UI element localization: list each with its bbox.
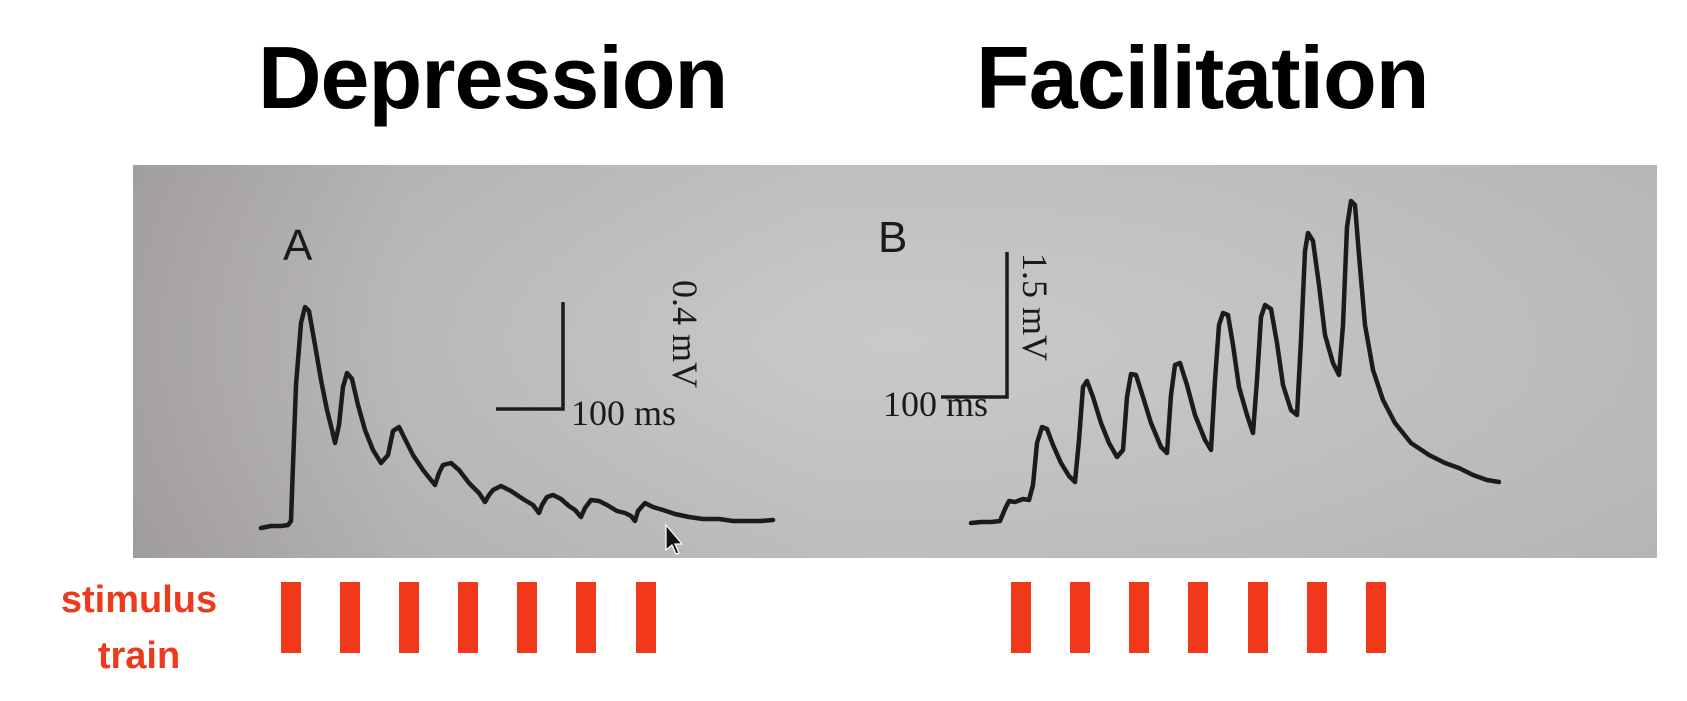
depression-stimulus-pulse	[340, 582, 360, 653]
depression-stimulus-pulse	[458, 582, 478, 653]
scalebar-a-y-label: 0.4 mV	[665, 280, 705, 388]
depression-stimulus-pulse	[517, 582, 537, 653]
scalebar-b	[941, 252, 1009, 399]
facilitation-title: Facilitation	[976, 28, 1429, 127]
stimulus-train-label: stimulus train	[44, 572, 234, 684]
scalebar-a-x-label: 100 ms	[571, 393, 676, 433]
depression-stimulus-pulse	[636, 582, 656, 653]
panel-a-letter: A	[283, 221, 313, 270]
scalebar-b-x-label: 100 ms	[883, 384, 988, 424]
facilitation-stimulus-pulse	[1366, 582, 1386, 653]
traces-figure: A 100 ms 0.4 mV B 100 ms 1.5 mV	[258, 198, 1502, 555]
scalebar-b-y-label: 1.5 mV	[1015, 253, 1055, 361]
stimulus-label-line2: train	[97, 635, 181, 677]
facilitation-stimulus-pulse	[1011, 582, 1031, 653]
mouse-pointer-icon	[665, 523, 684, 555]
facilitation-stimulus-pulse	[1248, 582, 1268, 653]
depression-stimulus-pulse	[399, 582, 419, 653]
depression-stimulus-pulse	[576, 582, 596, 653]
facilitation-stimulus-pulse	[1307, 582, 1327, 653]
depression-stimulus-pulse	[281, 582, 301, 653]
recording-photo: A 100 ms 0.4 mV B 100 ms 1.5 mV	[133, 165, 1657, 558]
stimulus-label-line1: stimulus	[60, 579, 218, 621]
facilitation-trace	[968, 198, 1502, 526]
facilitation-stimulus-pulse	[1129, 582, 1149, 653]
depression-trace	[258, 304, 776, 531]
panel-b-letter: B	[878, 213, 907, 262]
depression-title: Depression	[258, 28, 728, 127]
facilitation-stimulus-pulse	[1070, 582, 1090, 653]
scalebar-a	[496, 302, 565, 411]
facilitation-stimulus-pulse	[1188, 582, 1208, 653]
